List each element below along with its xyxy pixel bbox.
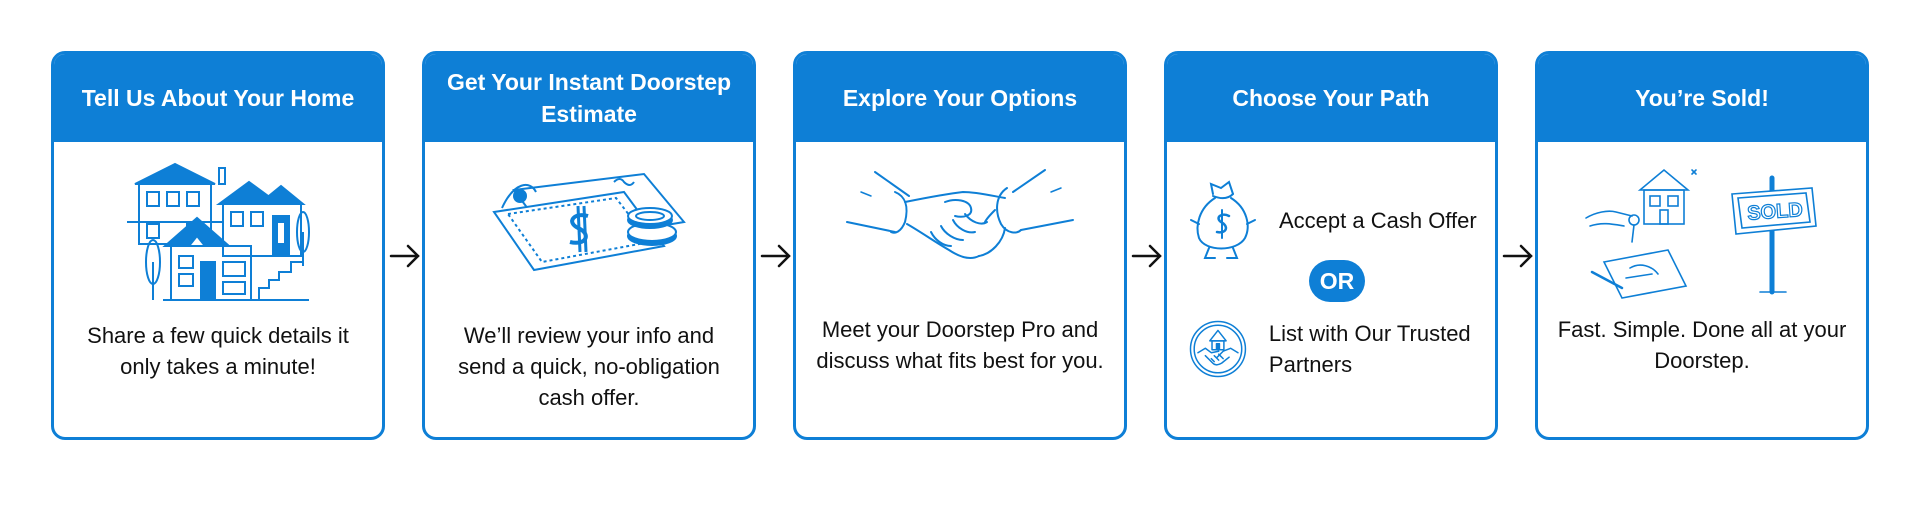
arrow-right-icon (1502, 244, 1533, 268)
step-2-title: Get Your Instant Doorstep Estimate (425, 54, 753, 142)
step-card-2: Get Your Instant Doorstep Estimate (422, 51, 756, 440)
step-card-4: Choose Your Path Accept a Cash Offer OR (1164, 51, 1498, 440)
step-card-3: Explore Your Options (793, 51, 1127, 440)
arrow-right-icon (389, 244, 420, 268)
money-icon (492, 172, 686, 272)
option-list-label: List with Our Trusted Partners (1268, 321, 1471, 377)
step-4-title: Choose Your Path (1167, 54, 1495, 142)
step-1-title: Tell Us About Your Home (54, 54, 382, 142)
step-2-text: We’ll review your info and send a quick,… (458, 323, 720, 410)
handshake-icon (846, 169, 1074, 259)
path-option-cash: Accept a Cash Offer (1189, 180, 1485, 260)
step-card-5: You’re Sold! (1535, 51, 1869, 440)
house-handshake-icon (1189, 320, 1247, 378)
step-1-text: Share a few quick details it only takes … (87, 323, 349, 379)
option-cash-label: Accept a Cash Offer (1279, 207, 1477, 233)
step-3-text: Meet your Doorstep Pro and discuss what … (816, 317, 1104, 373)
or-badge: OR (1309, 260, 1365, 302)
process-steps: Tell Us About Your Home (51, 51, 1871, 440)
sold-sign-text: SOLD (1747, 199, 1804, 225)
path-option-list: List with Our Trusted Partners (1189, 310, 1485, 388)
arrow-right-icon (760, 244, 791, 268)
step-3-title: Explore Your Options (796, 54, 1124, 142)
arrow-right-icon (1131, 244, 1162, 268)
money-bag-icon (1190, 180, 1256, 259)
step-5-title: You’re Sold! (1538, 54, 1866, 142)
houses-icon (127, 162, 310, 301)
sold-sign-icon: SOLD (1585, 168, 1817, 299)
step-card-1: Tell Us About Your Home (51, 51, 385, 440)
step-5-text: Fast. Simple. Done all at your Doorstep. (1557, 317, 1847, 373)
